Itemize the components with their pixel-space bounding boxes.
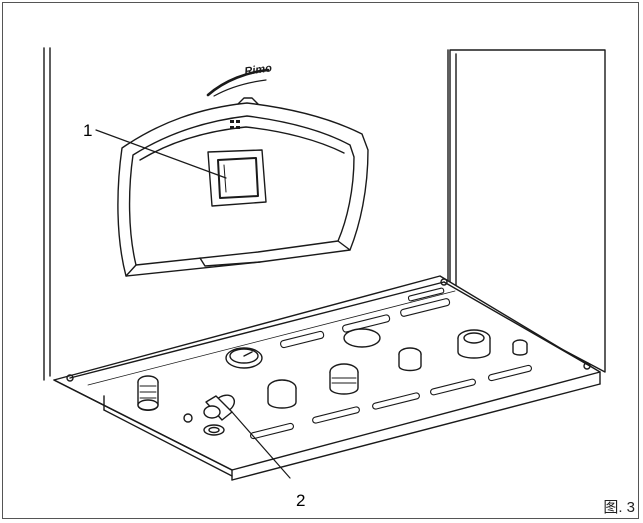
display-window bbox=[207, 149, 267, 207]
callout-2-leader bbox=[231, 411, 291, 479]
brand-logo: Rimo bbox=[206, 62, 273, 97]
figure-label: 图. 3 bbox=[603, 499, 635, 516]
callout-1-leader bbox=[95, 129, 227, 179]
pipe-fittings bbox=[137, 328, 528, 436]
valve-fitting bbox=[203, 394, 236, 421]
svg-text:Rimo: Rimo bbox=[244, 62, 273, 78]
boiler-casing bbox=[43, 47, 606, 381]
base-slots bbox=[250, 287, 532, 440]
callout-2-number: 2 bbox=[296, 492, 306, 510]
callout-1-number: 1 bbox=[83, 121, 93, 140]
